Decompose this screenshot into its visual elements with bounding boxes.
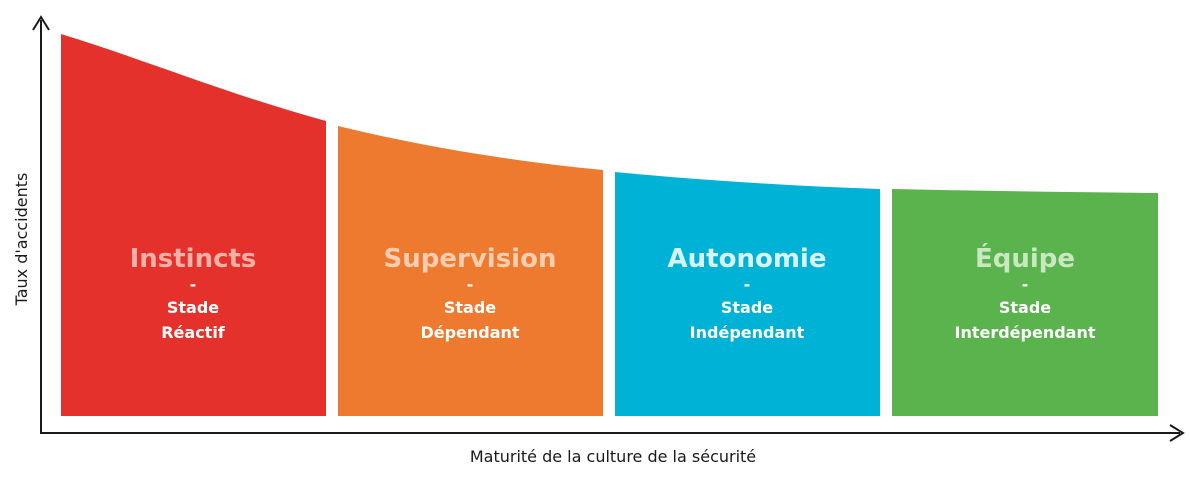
x-axis: Maturité de la culture de la sécurité bbox=[40, 424, 1185, 466]
y-axis-arrow-icon bbox=[32, 15, 50, 31]
stage-title: Autonomie bbox=[668, 244, 827, 274]
stage-area-autonomie bbox=[615, 172, 880, 416]
stage-separator: - bbox=[190, 275, 197, 294]
stage-label-line1: Stade bbox=[721, 298, 773, 317]
stage-separator: - bbox=[744, 275, 751, 294]
stage-label-line1: Stade bbox=[999, 298, 1051, 317]
stage-label-line2: Réactif bbox=[161, 323, 226, 342]
y-axis-label: Taux d'accidents bbox=[12, 173, 31, 307]
stage-title: Supervision bbox=[384, 244, 557, 274]
y-axis: Taux d'accidents bbox=[12, 15, 50, 433]
stage-separator: - bbox=[467, 275, 474, 294]
x-axis-arrow-icon bbox=[1169, 424, 1185, 442]
stage-label-line1: Stade bbox=[444, 298, 496, 317]
stage-label-line1: Stade bbox=[167, 298, 219, 317]
stage-area-equipe bbox=[892, 189, 1158, 416]
stage-autonomie: Autonomie - Stade Indépendant bbox=[615, 172, 880, 416]
stage-title: Équipe bbox=[975, 242, 1075, 274]
stage-title: Instincts bbox=[130, 244, 257, 274]
stage-instincts: Instincts - Stade Réactif bbox=[61, 34, 326, 416]
stage-label-line2: Interdépendant bbox=[954, 323, 1095, 342]
stage-label-line2: Dépendant bbox=[420, 323, 519, 342]
stage-label-line2: Indépendant bbox=[690, 323, 805, 342]
stage-area-supervision bbox=[338, 126, 603, 416]
x-axis-label: Maturité de la culture de la sécurité bbox=[470, 447, 756, 466]
stage-separator: - bbox=[1022, 275, 1029, 294]
stage-equipe: Équipe - Stade Interdépendant bbox=[892, 189, 1158, 416]
stage-supervision: Supervision - Stade Dépendant bbox=[338, 126, 603, 416]
stage-area-instincts bbox=[61, 34, 326, 416]
